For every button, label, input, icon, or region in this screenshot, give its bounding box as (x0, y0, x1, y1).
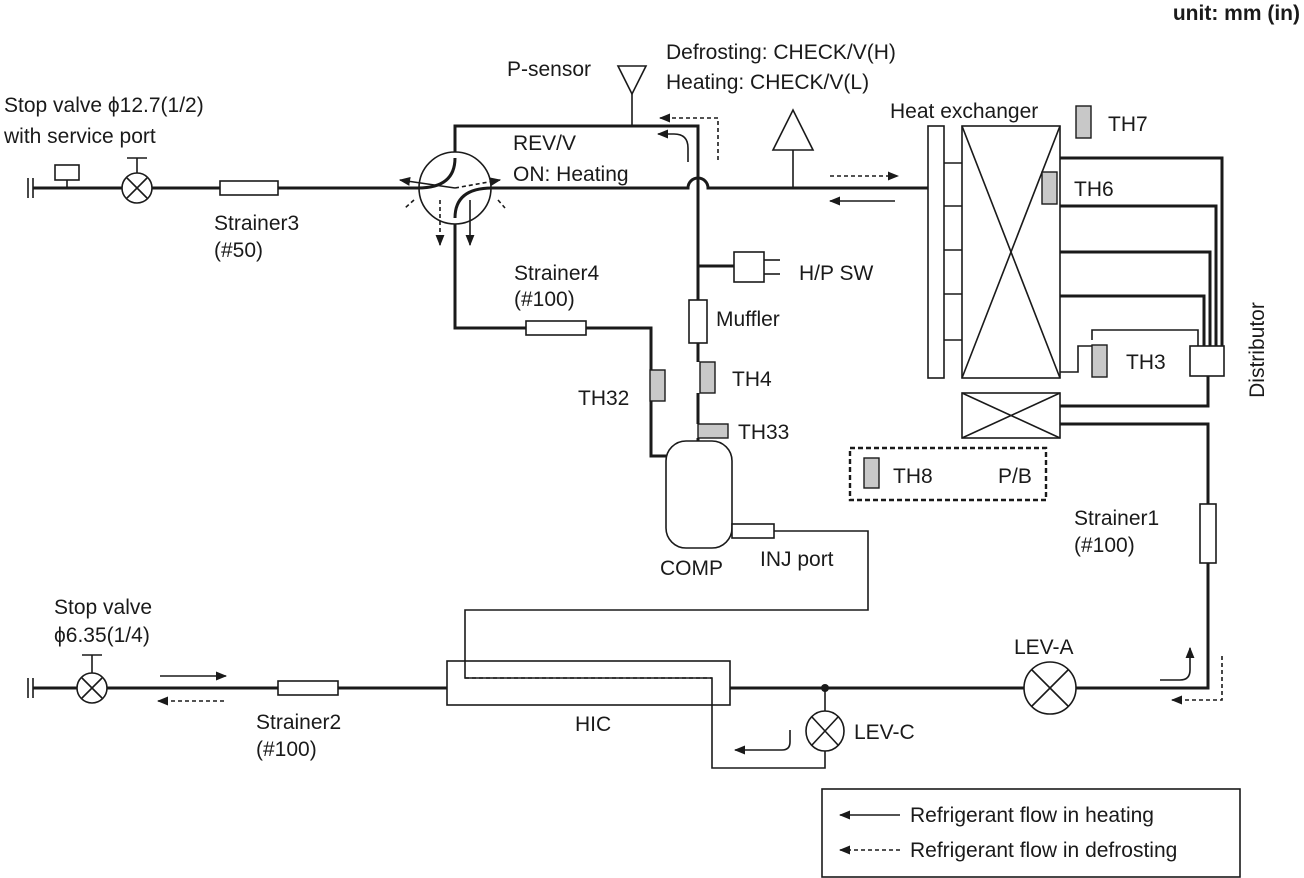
hp-switch (733, 251, 780, 283)
inj-port-label: INJ port (760, 548, 834, 571)
th4-label: TH4 (732, 368, 772, 391)
strainer3 (219, 180, 279, 196)
th7-sensor (1075, 105, 1092, 139)
rev-v-label: REV/V (513, 132, 576, 155)
inj-port (731, 523, 775, 539)
th33-sensor (697, 423, 729, 439)
th7-label: TH7 (1108, 113, 1148, 136)
th3-sensor (1091, 344, 1108, 378)
lev-a (1023, 661, 1077, 715)
strainer1-mesh-label: (#100) (1074, 534, 1135, 557)
rev-v-defrost-arrow (658, 113, 719, 160)
strainer2-mesh-label: (#100) (256, 738, 317, 761)
legend: Refrigerant flow in heating Refrigerant … (821, 788, 1241, 878)
stop-valve-1-label: Stop valve ϕ12.7(1/2) (4, 94, 204, 117)
strainer2 (277, 680, 339, 696)
muffler-label: Muffler (716, 308, 780, 331)
hp-sw-label: H/P SW (799, 262, 873, 285)
p-sensor-label: P-sensor (507, 58, 591, 81)
stop-valve-1 (54, 157, 153, 204)
compressor (665, 440, 733, 549)
sub-heat-exchanger (961, 392, 1061, 439)
heat-exchanger (927, 125, 1225, 408)
stop-valve-2 (76, 654, 108, 704)
th8-label: TH8 (893, 465, 933, 488)
stop-valve-1-sublabel: with service port (3, 125, 156, 148)
stop-valve-2-size-label: ϕ6.35(1/4) (54, 624, 150, 647)
pb-label: P/B (998, 465, 1032, 488)
distributor (1189, 345, 1225, 377)
legend-box (821, 788, 1241, 878)
rev-v-four-way-valve (398, 151, 506, 247)
right-defrost-arrow (1170, 656, 1223, 705)
comp-label: COMP (660, 557, 723, 580)
rev-v-mode-label: ON: Heating (513, 163, 629, 186)
distributor-label: Distributor (1246, 302, 1269, 398)
p-sensor (616, 65, 648, 96)
strainer2-label: Strainer2 (256, 711, 341, 734)
th3-label: TH3 (1126, 351, 1166, 374)
strainer3-label: Strainer3 (214, 212, 299, 235)
service-port (54, 164, 80, 181)
check-valve-label-2: Heating: CHECK/V(L) (666, 71, 869, 94)
strainer4-mesh-label: (#100) (514, 288, 575, 311)
rev-v-heating-arrow (656, 129, 689, 162)
unit-label: unit: mm (in) (1173, 2, 1300, 25)
th6-label: TH6 (1074, 178, 1114, 201)
pb-box (848, 446, 1048, 502)
hic-label: HIC (575, 713, 611, 736)
check-valve (771, 108, 815, 151)
stop-valve-2-label: Stop valve (54, 596, 152, 619)
strainer1-label: Strainer1 (1074, 507, 1159, 530)
legend-defrost-label: Refrigerant flow in defrosting (910, 839, 1177, 862)
strainer4-label: Strainer4 (514, 262, 600, 285)
check-valve-label-1: Defrosting: CHECK/V(H) (666, 41, 896, 64)
th33-label: TH33 (738, 421, 789, 444)
th8-sensor (863, 457, 880, 489)
liquid-line (27, 422, 1210, 712)
strainer4 (525, 320, 587, 336)
th4-sensor (699, 361, 716, 394)
muffler (688, 299, 708, 344)
th32-sensor (649, 369, 666, 402)
strainer1 (1199, 503, 1217, 564)
lev-c-label: LEV-C (854, 721, 915, 744)
lev-c (805, 710, 845, 752)
hic (446, 660, 731, 706)
th32-label: TH32 (578, 387, 629, 410)
lev-a-label: LEV-A (1014, 636, 1074, 659)
lev-c-flow-arrow (733, 730, 791, 755)
heat-exchanger-label: Heat exchanger (890, 100, 1038, 123)
right-heating-arrow (1160, 646, 1195, 681)
top-gas-line (27, 94, 928, 458)
legend-heating-label: Refrigerant flow in heating (910, 804, 1154, 827)
strainer3-mesh-label: (#50) (214, 239, 263, 262)
th6-sensor (1041, 171, 1058, 205)
